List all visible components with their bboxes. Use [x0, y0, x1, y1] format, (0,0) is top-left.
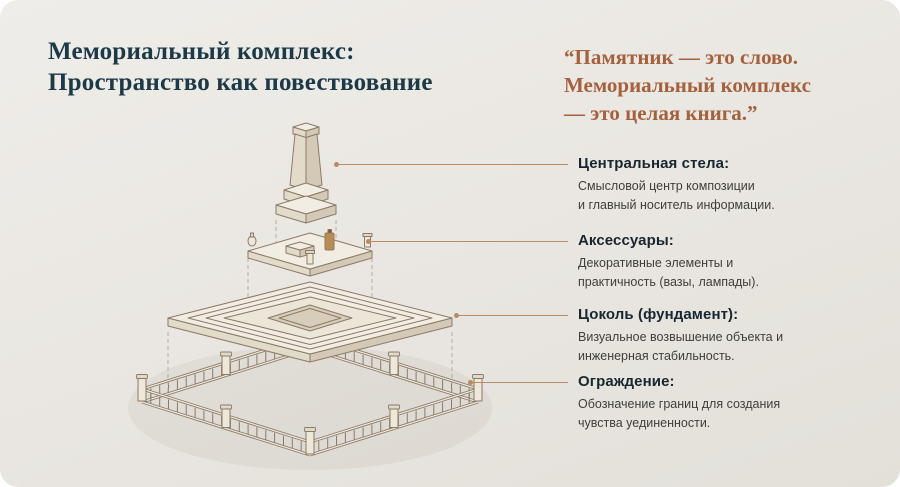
callout-line-fence [468, 380, 568, 385]
accessories-illustration [247, 229, 373, 277]
callout-desc: Смысловой центр композиции и главный нос… [578, 179, 775, 212]
callout-plinth: Цоколь (фундамент): Визуальное возвышени… [578, 306, 840, 366]
callout-dot-icon [334, 162, 339, 167]
callout-line-accessories [366, 239, 568, 244]
callout-title: Центральная стела: [578, 155, 730, 172]
lamp-icon [324, 232, 335, 251]
callout-desc: Визуальное возвышение объекта и инженерн… [578, 330, 784, 363]
callout-line-stela [334, 162, 568, 167]
quote-text: “Памятник — это слово. Мемориальный комп… [564, 45, 811, 125]
plinth-illustration [167, 281, 453, 363]
callout-line-plinth [454, 313, 568, 318]
callout-title: Аксессуары: [578, 232, 674, 249]
callout-dot-icon [454, 313, 459, 318]
callout-fence: Ограждение: Обозначение границ для созда… [578, 373, 840, 433]
callout-desc: Декоративные элементы и практичность (ва… [578, 256, 759, 289]
callout-title: Цоколь (фундамент): [578, 306, 739, 323]
callout-accessories: Аксессуары: Декоративные элементы и прак… [578, 232, 840, 292]
callout-dot-icon [366, 239, 371, 244]
callout-stela: Центральная стела: Смысловой центр компо… [578, 155, 840, 215]
callout-title: Ограждение: [578, 373, 675, 390]
stela-illustration [275, 122, 337, 224]
page-title: Мемориальный комплекс: Пространство как … [48, 38, 433, 97]
callout-desc: Обозначение границ для создания чувства … [578, 397, 781, 430]
projection-guides-icon [167, 220, 453, 395]
callout-dot-icon [468, 380, 473, 385]
